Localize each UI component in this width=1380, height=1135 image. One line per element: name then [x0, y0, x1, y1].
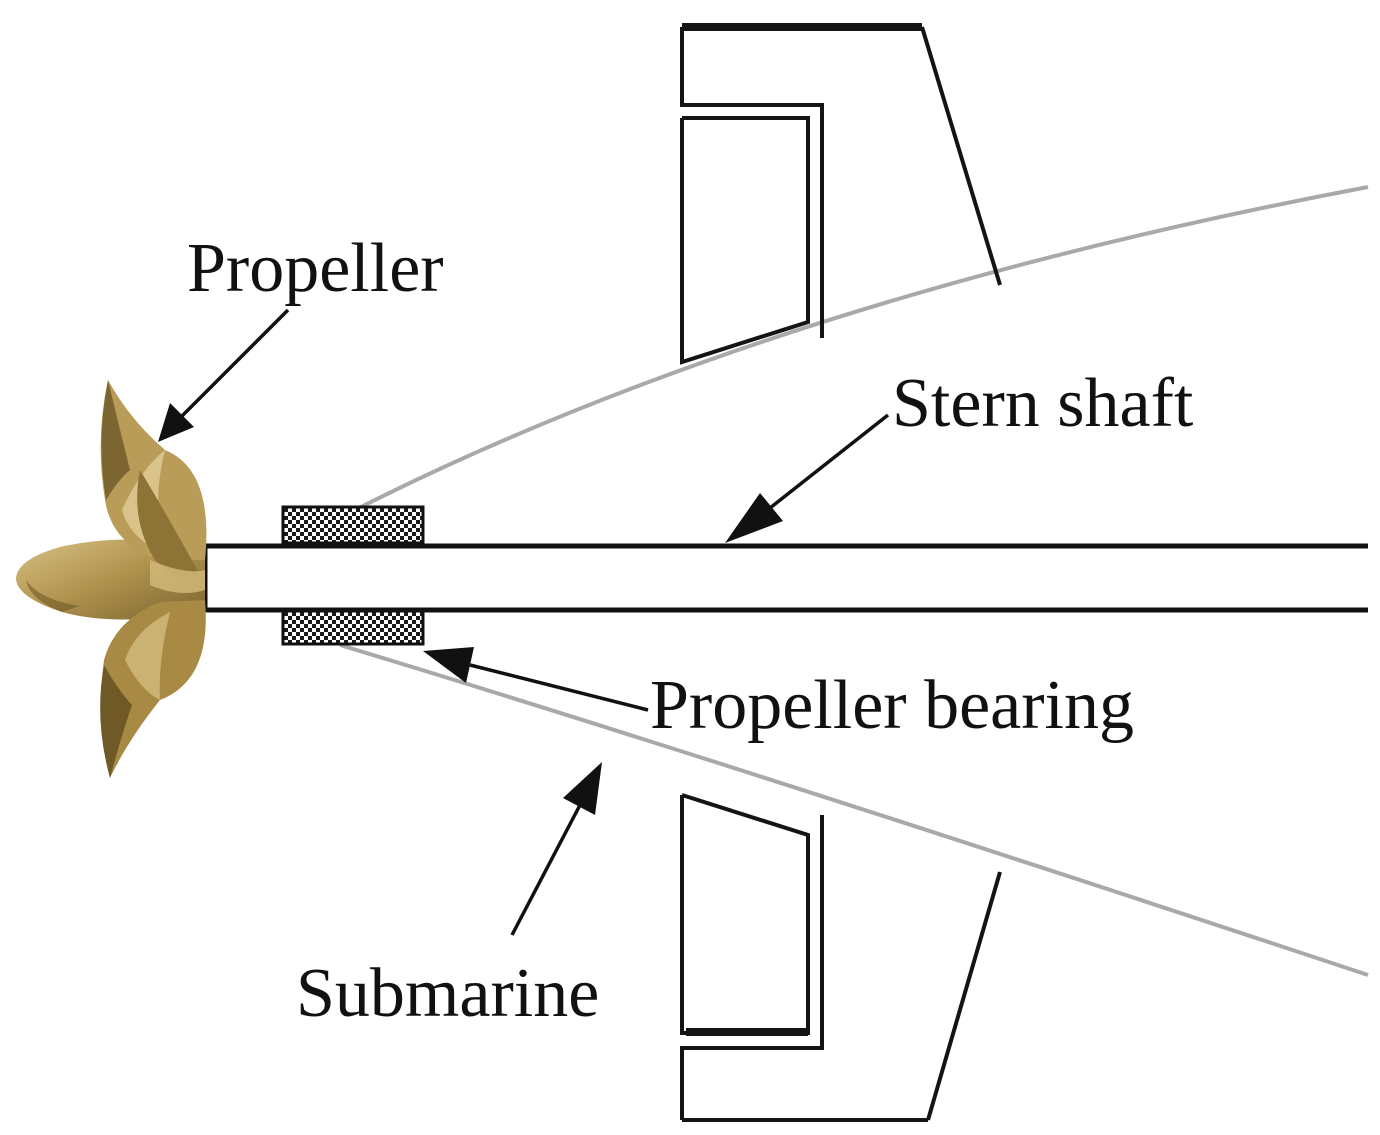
propeller	[16, 380, 207, 778]
submarine-arrow	[510, 762, 602, 936]
stern-shaft-arrow	[725, 413, 890, 543]
submarine-hull	[339, 185, 1369, 977]
propeller-bearing-arrow	[423, 647, 649, 712]
propeller-label: Propeller	[187, 230, 444, 307]
propeller-bearing-label: Propeller bearing	[650, 667, 1134, 744]
submarine-label: Submarine	[296, 955, 599, 1032]
stern-shaft	[202, 543, 1368, 613]
upper-rudder	[680, 23, 1002, 365]
lower-rudder	[680, 793, 1002, 1122]
propeller-bearing	[281, 505, 425, 646]
stern-shaft-label: Stern shaft	[892, 365, 1194, 442]
propeller-arrow	[158, 308, 290, 442]
